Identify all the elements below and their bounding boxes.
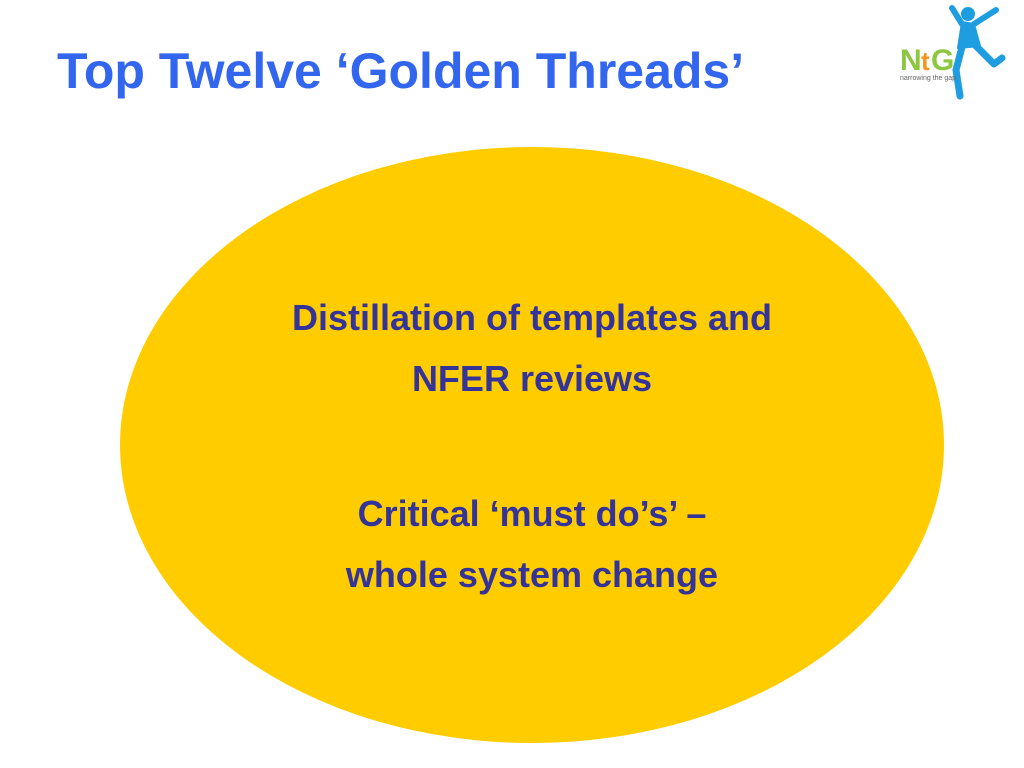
jumping-person-icon: N t G narrowing the gap [900, 5, 1006, 100]
slide-title: Top Twelve ‘Golden Threads’ [57, 43, 745, 99]
logo-letter-t: t [921, 46, 930, 76]
figure [949, 5, 1006, 100]
body-line-2: NFER reviews [411, 358, 653, 399]
figure-right-arm [971, 7, 999, 27]
ntg-logo: N t G narrowing the gap [896, 0, 1006, 100]
figure-right-leg [972, 42, 1006, 68]
body-line-4: whole system change [345, 554, 719, 595]
yellow-ellipse [120, 147, 944, 743]
body-line-3: Critical ‘must do’s’ – [357, 493, 707, 534]
figure-left-arm [949, 5, 965, 27]
figure-head [961, 7, 975, 21]
logo-tagline: narrowing the gap [900, 75, 956, 82]
body-line-1: Distillation of templates and [291, 297, 773, 338]
figure-left-leg [952, 43, 966, 100]
logo-letter-n: N [900, 44, 922, 77]
logo-letter-g: G [931, 44, 954, 77]
